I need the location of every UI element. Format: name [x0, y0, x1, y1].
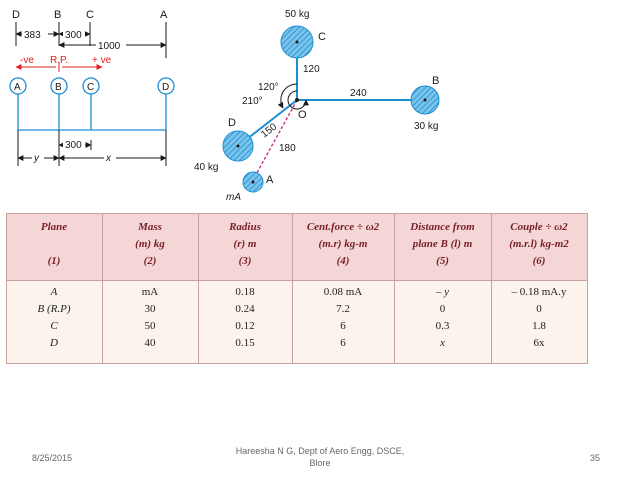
pos-direction-label: + ve [92, 55, 112, 66]
label-B-top: B [54, 9, 61, 21]
reference-plane-label: R.P. [50, 55, 68, 66]
radius-180: 180 [279, 143, 296, 154]
plane-circle-A: A [9, 77, 27, 95]
dim-300-top: 300 [65, 30, 82, 41]
mass-B-label: B [432, 75, 439, 87]
linear-diagram: D B C A 383 300 1000 -ve R.P. + ve A [9, 9, 175, 166]
mass-C-label: C [318, 31, 326, 43]
svg-text:A: A [14, 82, 21, 93]
header-plane: Plane (1) [40, 221, 68, 267]
footer-date: 8/25/2015 [32, 453, 73, 463]
mass-D-value: 40 kg [194, 162, 218, 173]
angle-120: 120° [258, 82, 279, 93]
svg-text:B: B [55, 82, 62, 93]
mass-A-label: A [266, 174, 274, 186]
radius-240: 240 [350, 88, 367, 99]
svg-text:C: C [87, 82, 94, 93]
label-D-top: D [12, 9, 20, 21]
label-C-top: C [86, 9, 94, 21]
mass-B-value: 30 kg [414, 121, 438, 132]
svg-text:D: D [162, 82, 169, 93]
mass-C: C 50 kg [280, 9, 326, 59]
plane-circle-D: D [157, 77, 175, 95]
mass-C-value: 50 kg [285, 9, 309, 20]
footer-author-line2: Blore [309, 458, 331, 468]
mass-A-value: mA [226, 192, 241, 203]
plane-circle-B: B [50, 77, 68, 95]
header-radius: Radius(r) m(3) [229, 221, 261, 267]
label-A-top: A [160, 9, 168, 21]
dim-1000: 1000 [98, 41, 121, 52]
footer-author-line1: Hareesha N G, Dept of Aero Engg, DSCE, [235, 446, 405, 456]
radius-120: 120 [303, 64, 320, 75]
mass-B: B 30 kg [410, 75, 440, 132]
angle-210: 210° [242, 96, 263, 107]
plane-circle-C: C [82, 77, 100, 95]
dim-300-bottom: 300 [65, 140, 82, 151]
angular-diagram: C 50 kg B 30 kg D 40 kg A mA O 120° 210° [194, 9, 440, 203]
dim-y: y [33, 153, 40, 164]
header-couple: Couple ÷ ω2(m.r.l) kg-m2(6) [509, 221, 569, 267]
page-number: 35 [590, 453, 601, 463]
header-mass: Mass(m) kg(2) [135, 221, 165, 267]
footer-author: Hareesha N G, Dept of Aero Engg, DSCE, B… [200, 445, 440, 469]
neg-direction-label: -ve [20, 55, 34, 66]
center-label: O [298, 109, 307, 121]
dim-383: 383 [24, 30, 41, 41]
mass-A: A mA [226, 171, 274, 203]
balancing-table: Plane (1) Mass(m) kg(2) Radius(r) m(3) C… [6, 213, 588, 364]
header-cent-force: Cent.force ÷ ω2(m.r) kg-m(4) [306, 221, 380, 267]
mass-D: D 40 kg [194, 117, 254, 173]
dim-x: x [105, 153, 112, 164]
mass-D-label: D [228, 117, 236, 129]
